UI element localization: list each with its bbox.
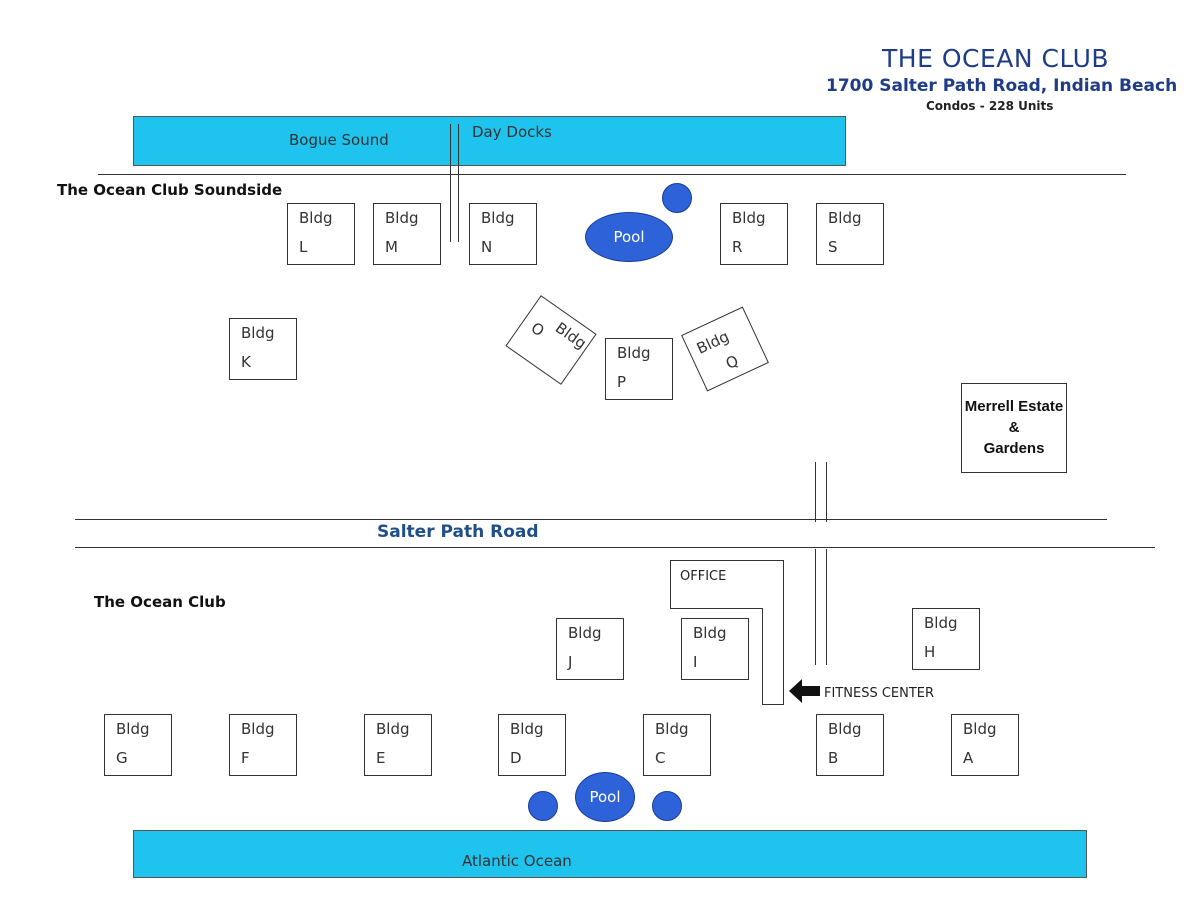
access-road-line [815, 549, 816, 665]
building-i[interactable]: Bldg I [681, 618, 749, 680]
merrell-estate-gardens[interactable]: Merrell Estate & Gardens [961, 383, 1067, 473]
building-c[interactable]: Bldg C [643, 714, 711, 776]
building-q[interactable]: Bldg Q [681, 306, 769, 392]
office-building[interactable]: OFFICE [670, 560, 784, 609]
building-o[interactable]: Bldg O [505, 295, 597, 385]
soundside-hot-tub [662, 183, 692, 213]
salter-path-road-south-edge [75, 547, 1155, 548]
salter-path-road-label: Salter Path Road [377, 522, 539, 542]
salter-path-road-north-edge [75, 519, 1107, 520]
dock-line [450, 124, 451, 242]
building-n[interactable]: Bldg N [469, 203, 537, 265]
fitness-center-building[interactable] [762, 608, 784, 705]
building-b[interactable]: Bldg B [816, 714, 884, 776]
bogue-sound [133, 116, 846, 166]
soundside-boundary [98, 174, 1126, 175]
fitness-center-label: FITNESS CENTER [824, 686, 935, 701]
map-address: 1700 Salter Path Road, Indian Beach [826, 76, 1178, 96]
building-f[interactable]: Bldg F [229, 714, 297, 776]
access-road-line [815, 462, 816, 522]
atlantic-ocean-label: Atlantic Ocean [462, 852, 572, 870]
dock-line [458, 124, 459, 242]
soundside-pool[interactable]: Pool [585, 212, 673, 262]
access-road-line [826, 462, 827, 522]
building-h[interactable]: Bldg H [912, 608, 980, 670]
building-r[interactable]: Bldg R [720, 203, 788, 265]
building-d[interactable]: Bldg D [498, 714, 566, 776]
oceanside-hot-tub-left [528, 791, 558, 821]
oceanside-pool[interactable]: Pool [575, 772, 635, 822]
oceanside-label: The Ocean Club [94, 593, 226, 611]
arrow-left-icon [789, 679, 820, 703]
oceanside-hot-tub-right [652, 791, 682, 821]
building-s[interactable]: Bldg S [816, 203, 884, 265]
building-j[interactable]: Bldg J [556, 618, 624, 680]
building-m[interactable]: Bldg M [373, 203, 441, 265]
building-a[interactable]: Bldg A [951, 714, 1019, 776]
soundside-label: The Ocean Club Soundside [57, 181, 283, 199]
atlantic-ocean [133, 830, 1087, 878]
day-docks-label: Day Docks [472, 123, 552, 141]
map-title: THE OCEAN CLUB [882, 44, 1110, 73]
access-road-line [826, 549, 827, 665]
map-units: Condos - 228 Units [926, 99, 1054, 113]
building-g[interactable]: Bldg G [104, 714, 172, 776]
building-k[interactable]: Bldg K [229, 318, 297, 380]
building-l[interactable]: Bldg L [287, 203, 355, 265]
bogue-sound-label: Bogue Sound [289, 131, 389, 149]
building-p[interactable]: Bldg P [605, 338, 673, 400]
building-e[interactable]: Bldg E [364, 714, 432, 776]
